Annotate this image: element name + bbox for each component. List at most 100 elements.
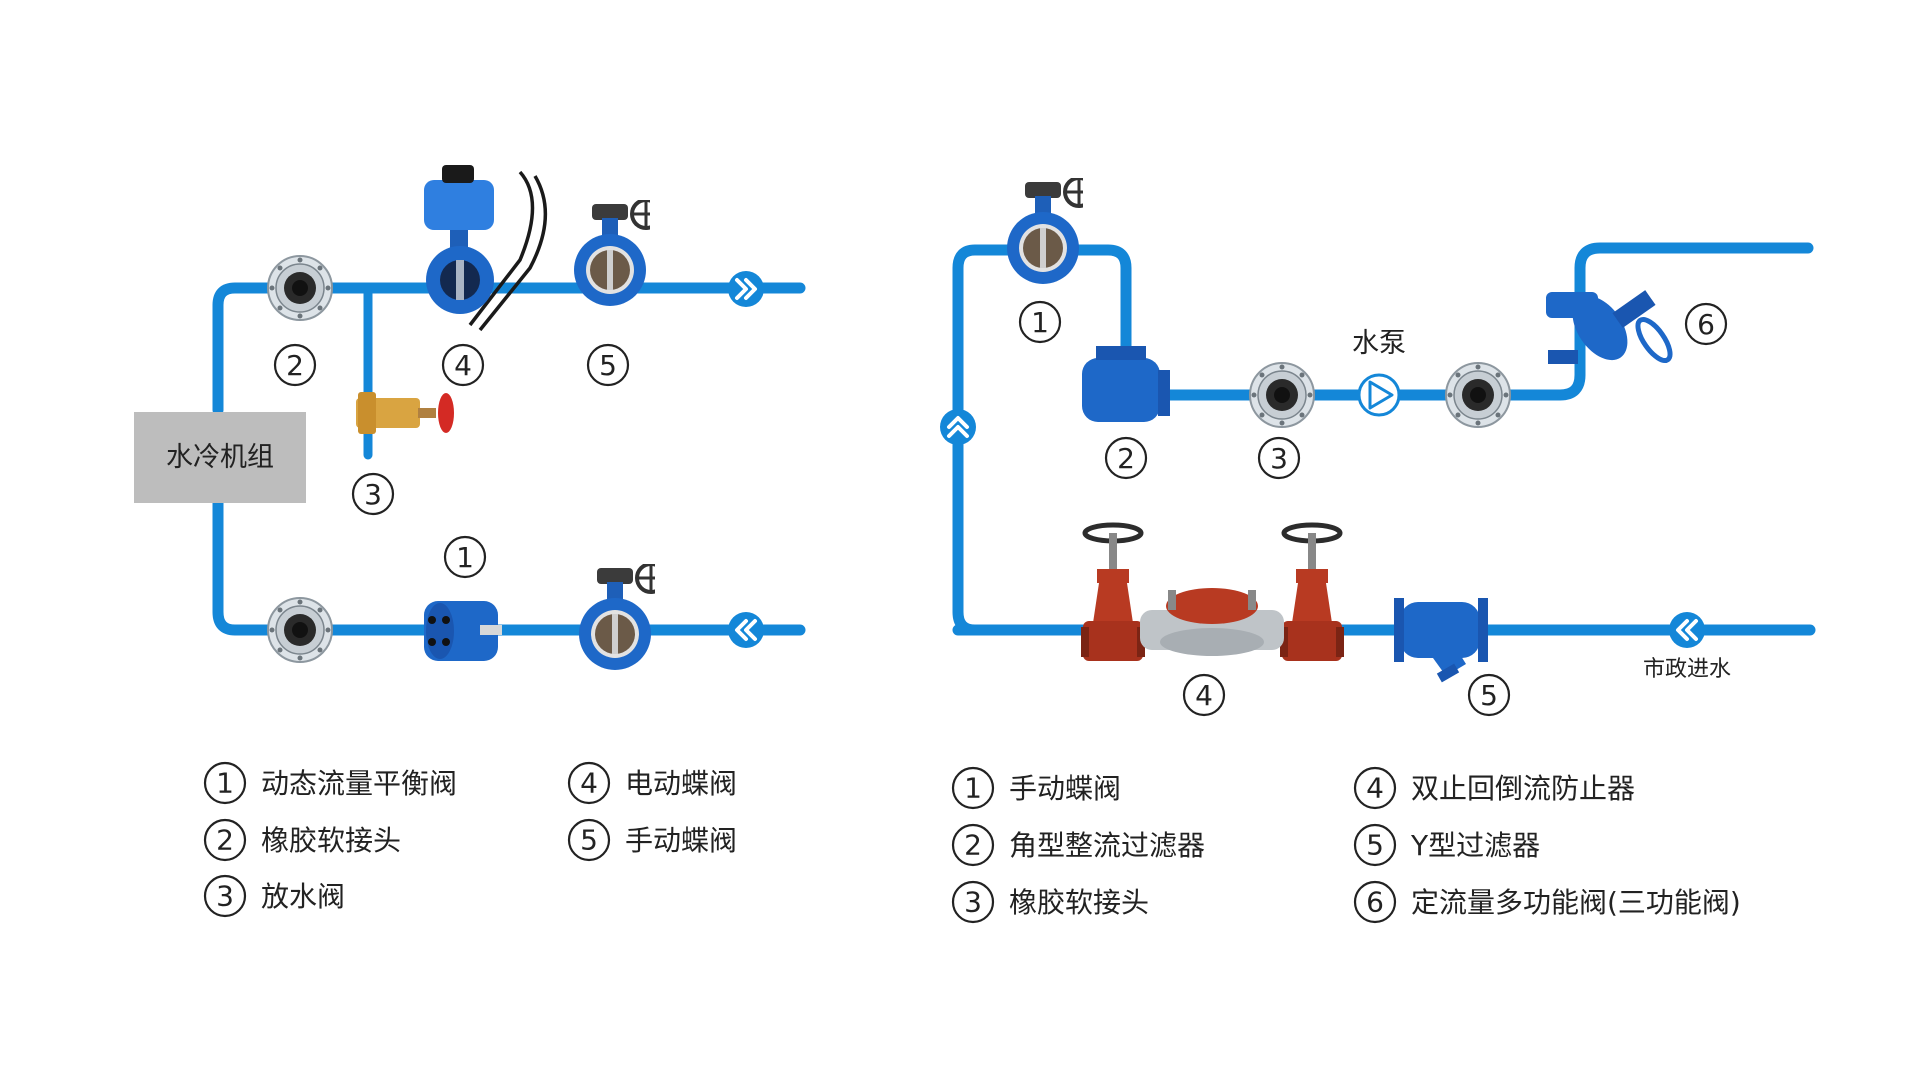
left-marker-3: 3 <box>351 472 395 516</box>
right-legend-num-2-number: 2 <box>964 828 982 861</box>
right-legend-num-2: 2 <box>951 823 995 867</box>
right-legend-num-3-number: 3 <box>964 885 982 918</box>
right-marker-3: 3 <box>1257 436 1301 480</box>
left-marker-4: 4 <box>441 343 485 387</box>
right-legend: 1 手动蝶阀 2 角型整流过滤器 3 橡胶软接头 4 双止回倒流防止器 5 Y型过滤器 6 定流量多功… <box>951 766 1741 924</box>
left-bottom-manual-butterfly-valve <box>577 564 655 672</box>
left-pipe-top <box>212 282 806 416</box>
left-legend-num-1: 1 <box>203 761 247 805</box>
left-legend-num-4-number: 4 <box>580 766 598 799</box>
right-marker-1-number: 1 <box>1031 306 1049 339</box>
left-legend-num-2: 2 <box>203 818 247 862</box>
left-legend-num-3: 3 <box>203 874 247 918</box>
left-legend-num-2-number: 2 <box>216 823 234 856</box>
pump-label: 水泵 <box>1352 328 1406 359</box>
right-legend-num-6-ring <box>1353 880 1397 924</box>
left-marker-5-ring <box>586 343 630 387</box>
right-rubber-joint-1 <box>1249 362 1315 428</box>
left-legend-num-5-ring <box>567 818 611 862</box>
right-legend-num-1: 1 <box>951 766 995 810</box>
right-legend-text-6: 定流量多功能阀(三功能阀) <box>1411 886 1741 919</box>
right-legend-text-4: 双止回倒流防止器 <box>1411 772 1635 805</box>
chiller-unit-label: 水冷机组 <box>166 442 274 473</box>
left-marker-1-ring <box>443 535 487 579</box>
dynamic-flow-balance-valve <box>424 601 502 661</box>
right-legend-text-3: 橡胶软接头 <box>1009 886 1149 919</box>
y-strainer <box>1394 598 1488 683</box>
right-legend-text-5: Y型过滤器 <box>1410 829 1540 862</box>
left-marker-2: 2 <box>273 343 317 387</box>
right-rubber-joint-2 <box>1445 362 1511 428</box>
left-marker-1-number: 1 <box>456 541 474 574</box>
right-legend-num-5: 5 <box>1353 823 1397 867</box>
left-legend-num-5-number: 5 <box>580 823 598 856</box>
left-marker-3-number: 3 <box>364 478 382 511</box>
right-legend-num-5-ring <box>1353 823 1397 867</box>
right-marker-1: 1 <box>1018 300 1062 344</box>
right-marker-5-number: 5 <box>1480 679 1498 712</box>
left-top-rubber-joint <box>267 255 333 321</box>
backflow-preventer-gate-valve-right <box>1280 525 1344 661</box>
left-legend-num-3-ring <box>203 874 247 918</box>
right-legend-num-2-ring <box>951 823 995 867</box>
left-legend-num-1-number: 1 <box>216 766 234 799</box>
left-legend-num-1-ring <box>203 761 247 805</box>
right-legend-num-6: 6 <box>1353 880 1397 924</box>
right-legend-num-1-number: 1 <box>964 771 982 804</box>
left-legend-num-4-ring <box>567 761 611 805</box>
left-legend-text-3: 放水阀 <box>261 880 345 913</box>
right-manual-butterfly-valve <box>1005 178 1083 286</box>
left-marker-2-ring <box>273 343 317 387</box>
left-legend-num-4: 4 <box>567 761 611 805</box>
constant-flow-multifunction-valve <box>1546 290 1673 364</box>
right-marker-5-ring <box>1467 673 1511 717</box>
left-pipe-bottom <box>212 494 806 636</box>
left-legend-num-2-ring <box>203 818 247 862</box>
right-marker-6-number: 6 <box>1697 308 1715 341</box>
drain-valve <box>356 392 454 434</box>
backflow-preventer-gate-valve-left <box>1081 525 1145 661</box>
angle-straightening-filter <box>1082 346 1170 422</box>
right-inlet-flow-arrow <box>1667 610 1707 650</box>
right-marker-1-ring <box>1018 300 1062 344</box>
right-legend-text-2: 角型整流过滤器 <box>1009 829 1205 862</box>
right-marker-3-number: 3 <box>1270 442 1288 475</box>
left-marker-4-ring <box>441 343 485 387</box>
right-legend-num-4-ring <box>1353 766 1397 810</box>
left-bottom-rubber-joint <box>267 597 333 663</box>
right-marker-6-ring <box>1684 302 1728 346</box>
right-marker-6: 6 <box>1684 302 1728 346</box>
left-legend-text-4: 电动蝶阀 <box>625 767 737 800</box>
left-marker-5-number: 5 <box>599 349 617 382</box>
left-legend-num-3-number: 3 <box>216 879 234 912</box>
right-marker-4-ring <box>1182 673 1226 717</box>
left-legend-num-5: 5 <box>567 818 611 862</box>
left-system: 水冷机组 <box>134 165 806 918</box>
municipal-inlet-label: 市政进水 <box>1643 657 1731 682</box>
right-legend-num-5-number: 5 <box>1366 828 1384 861</box>
right-legend-num-4-number: 4 <box>1366 771 1384 804</box>
right-marker-5: 5 <box>1467 673 1511 717</box>
right-riser-pipe <box>952 244 1132 636</box>
left-legend-text-1: 动态流量平衡阀 <box>261 767 457 800</box>
right-marker-4-number: 4 <box>1195 679 1213 712</box>
right-marker-2-ring <box>1104 436 1148 480</box>
right-legend-num-3: 3 <box>951 880 995 924</box>
right-marker-4: 4 <box>1182 673 1226 717</box>
left-marker-1: 1 <box>443 535 487 579</box>
right-legend-num-6-number: 6 <box>1366 885 1384 918</box>
left-marker-2-number: 2 <box>286 349 304 382</box>
left-marker-3-ring <box>351 472 395 516</box>
right-riser-flow-arrow <box>938 407 978 447</box>
left-top-flow-arrow <box>726 269 766 309</box>
right-legend-num-4: 4 <box>1353 766 1397 810</box>
left-bottom-flow-arrow <box>726 610 766 650</box>
pump-symbol <box>1357 373 1401 417</box>
right-legend-num-3-ring <box>951 880 995 924</box>
right-legend-text-1: 手动蝶阀 <box>1009 772 1121 805</box>
left-marker-5: 5 <box>586 343 630 387</box>
